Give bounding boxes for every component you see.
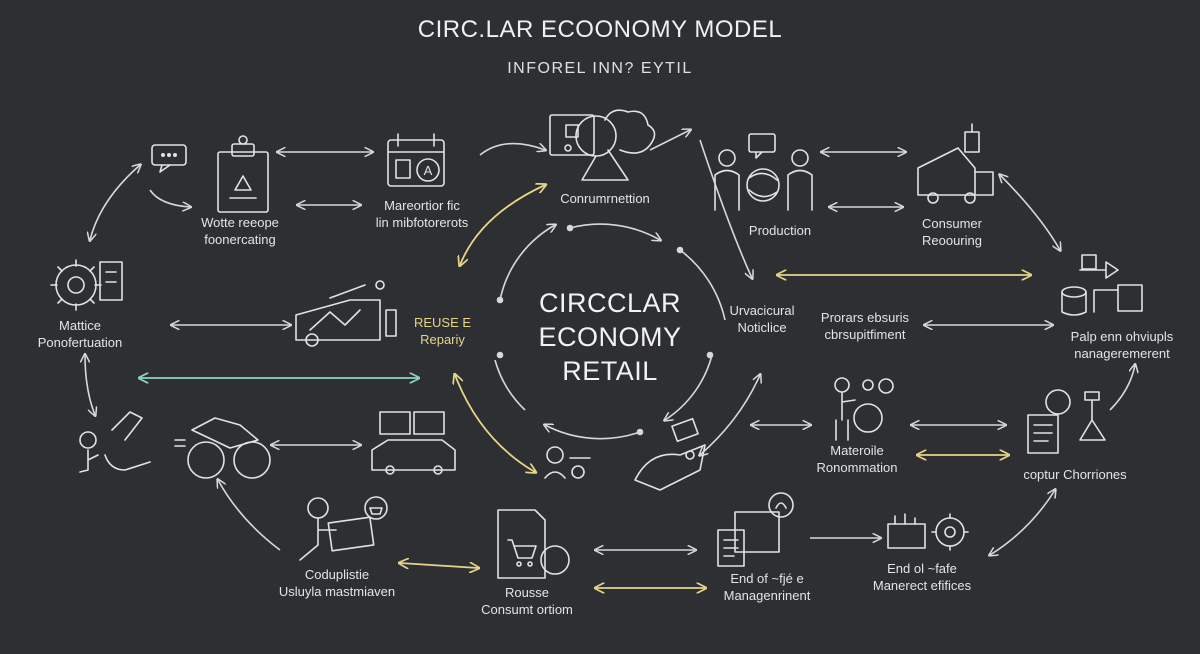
node-materic-label: Materoile Ronommation (802, 442, 912, 476)
node-endoflife-label: End of ~fjé e Managenrinent (702, 570, 832, 604)
node-palp-line-1: Palp enn ohviupls (1070, 329, 1174, 344)
node-coduplistie-line-1: Coduplistie (304, 567, 370, 582)
node-urvacicural-line-2: Noticlice (737, 320, 787, 335)
node-consumption-label: Conrumrnettion (545, 190, 665, 207)
node-production-line-1: Production (748, 223, 812, 238)
node-palp-line-2: nanageremerent (1074, 346, 1170, 361)
node-prorars-label: Prorars ebsuris cbrsupitfiment (800, 309, 930, 343)
node-coptur-line-1: coptur Chorriones (1023, 467, 1127, 482)
center-line-1: CIRCCLAR (538, 288, 682, 318)
car-monitors-icon (371, 411, 456, 475)
person-laptop-icon (299, 496, 388, 561)
repair-tools-icon (295, 280, 397, 347)
node-coduplistie-line-2: Usluyla mastmiaven (278, 584, 396, 599)
center-label: CIRCCLAR ECONOMY RETAIL (505, 286, 715, 388)
node-production-label: Production (730, 222, 830, 239)
node-consumer-line-1: Consumer (922, 216, 982, 231)
node-reuse-label: REUSE E Repariy (400, 314, 485, 348)
node-endoflife-line-1: End of ~fjé e (730, 571, 804, 586)
yellow-arrows (400, 185, 1030, 588)
node-waste-line-2: foonercating (204, 232, 276, 247)
node-prorars-line-2: cbrsupitfiment (824, 327, 906, 342)
node-endolafe-line-2: Manerect efifices (872, 578, 972, 593)
node-materic-line-2: Ronommation (816, 460, 898, 475)
node-urvacicural-line-1: Urvacicural (729, 303, 795, 318)
node-palp-label: Palp enn ohviupls nanageremerent (1048, 328, 1196, 362)
recycling-clipboard-icon (217, 135, 269, 213)
person-recycling-icon (79, 411, 151, 473)
storage-device-icon (1061, 254, 1143, 316)
speech-bubble-icon (151, 144, 187, 173)
node-material-line-1: Mareortior fic (384, 198, 460, 213)
node-reuse-line-1: REUSE E (413, 315, 472, 330)
node-coduplistie-label: Coduplistie Usluyla mastmiaven (262, 566, 412, 600)
straight-arrows (172, 152, 1052, 550)
outer-cycle-arrows (85, 130, 1135, 555)
magnifier-cloud-icon (549, 109, 656, 181)
person-machine-icon (834, 377, 894, 441)
node-endolafe-label: End ol ~fafe Manerect efifices (852, 560, 992, 594)
gear-icon (50, 259, 123, 311)
node-coptur-label: coptur Chorriones (1005, 466, 1145, 483)
person-coins-icon (544, 446, 591, 479)
calendar-icon: A (387, 133, 445, 187)
node-mattice-line-2: Ponofertuation (37, 335, 123, 350)
node-consumer-line-2: Reoouring (922, 233, 982, 248)
truck-icon (917, 123, 994, 204)
node-rousse-label: Rousse Consumt ortiom (462, 584, 592, 618)
car-parts-gears-icon (174, 417, 271, 479)
people-exchange-icon (714, 133, 813, 211)
node-endoflife-line-2: Managenrinent (723, 588, 811, 603)
node-waste-label: Wotte reeope foonercating (180, 214, 300, 248)
node-consumer-label: Consumer Reoouring (902, 215, 1002, 249)
node-reuse-line-2: Repariy (420, 332, 465, 347)
node-rousse-line-2: Consumt ortiom (481, 602, 573, 617)
node-rousse-line-1: Rousse (504, 585, 550, 600)
node-mattice-label: Mattice Ponofertuation (20, 317, 140, 351)
node-endolafe-line-1: End ol ~fafe (887, 561, 957, 576)
node-mattice-line-1: Mattice (59, 318, 101, 333)
documents-icon (1027, 389, 1106, 454)
node-urvacicural-label: Urvacicural Noticlice (712, 302, 812, 336)
svg-text:A: A (424, 163, 433, 178)
factory-gear-icon (887, 513, 969, 551)
node-consumption-line-1: Conrumrnettion (560, 191, 650, 206)
document-stack-icon (717, 492, 794, 567)
page-title: CIRC.LAR ECOONOMY MODEL (417, 16, 783, 43)
node-material-line-2: lin mibfotorerots (375, 215, 469, 230)
node-material-label: Mareortior fic lin mibfotorerots (352, 197, 492, 231)
page-subtitle: INFOREL INN? EYTIL (507, 60, 693, 77)
center-line-3: RETAIL (562, 356, 658, 386)
node-materic-line-1: Materoile (830, 443, 884, 458)
node-prorars-line-1: Prorars ebsuris (820, 310, 910, 325)
center-line-2: ECONOMY (538, 322, 682, 352)
node-waste-line-1: Wotte reeope (201, 215, 279, 230)
hand-payment-icon (634, 417, 706, 491)
cart-document-icon (497, 509, 570, 579)
